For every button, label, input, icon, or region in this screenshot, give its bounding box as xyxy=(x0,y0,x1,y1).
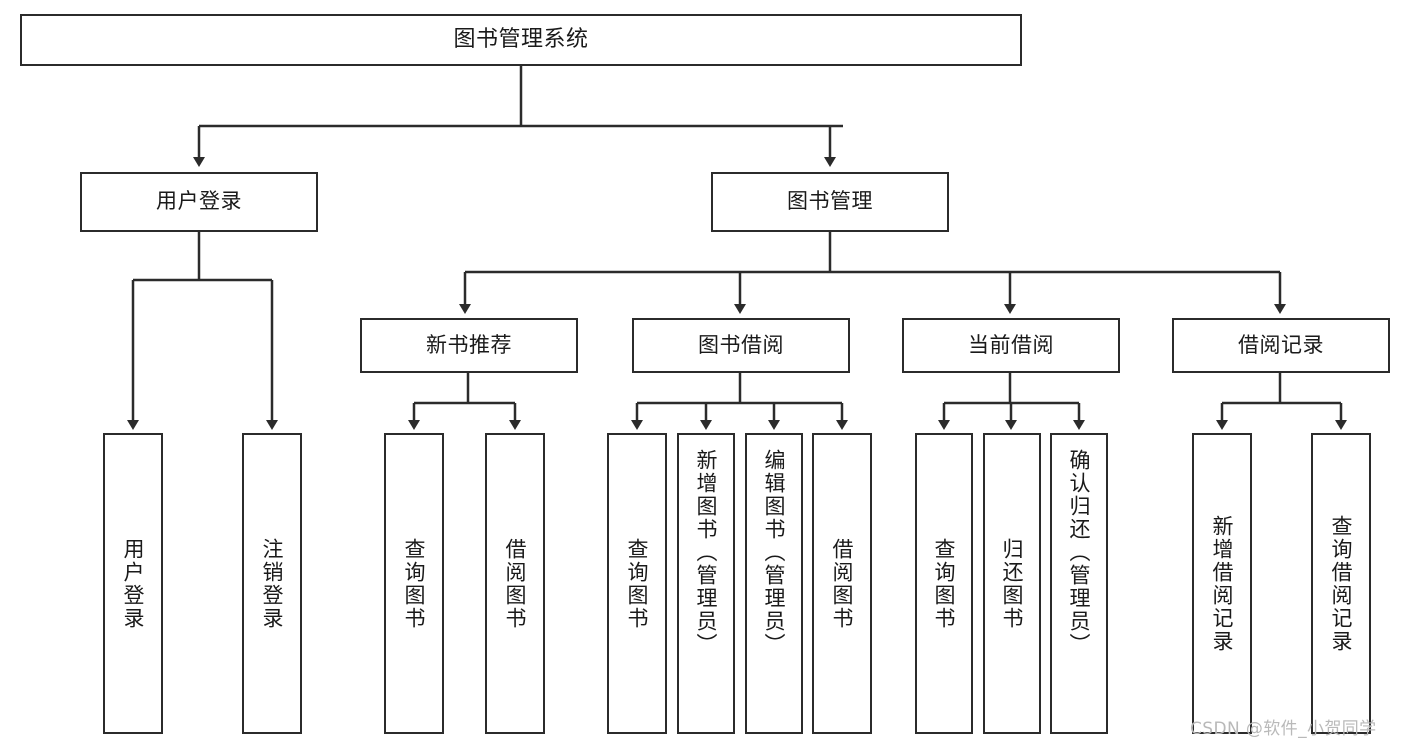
node-leaf-return-book[interactable]: 归还图书 xyxy=(983,433,1041,734)
node-label: 编辑图书（管理员） xyxy=(762,449,787,656)
node-leaf-borrow-book-2[interactable]: 借阅图书 xyxy=(812,433,872,734)
node-book-management[interactable]: 图书管理 xyxy=(711,172,949,232)
node-borrow-record[interactable]: 借阅记录 xyxy=(1172,318,1390,373)
csdn-watermark: CSDN @软件_小贺同学 xyxy=(1190,719,1377,739)
node-leaf-add-book[interactable]: 新增图书（管理员） xyxy=(677,433,735,734)
node-label: 新增借阅记录 xyxy=(1210,514,1235,653)
node-new-book-recommend[interactable]: 新书推荐 xyxy=(360,318,578,373)
node-leaf-query-book-1[interactable]: 查询图书 xyxy=(384,433,444,734)
node-label: 新书推荐 xyxy=(426,332,512,357)
node-label: 归还图书 xyxy=(1000,537,1025,630)
node-leaf-confirm-return[interactable]: 确认归还（管理员） xyxy=(1050,433,1108,734)
node-label: 查询借阅记录 xyxy=(1329,514,1354,653)
node-label: 借阅图书 xyxy=(830,537,855,630)
node-label: 新增图书（管理员） xyxy=(694,449,719,656)
node-label: 查询图书 xyxy=(402,537,427,630)
node-label: 查询图书 xyxy=(932,537,957,630)
node-label: 确认归还（管理员） xyxy=(1067,449,1092,656)
node-leaf-logout-login[interactable]: 注销登录 xyxy=(242,433,302,734)
node-label: 图书管理系统 xyxy=(453,26,589,52)
node-label: 查询图书 xyxy=(625,537,650,630)
node-current-borrow[interactable]: 当前借阅 xyxy=(902,318,1120,373)
node-leaf-edit-book[interactable]: 编辑图书（管理员） xyxy=(745,433,803,734)
node-leaf-query-book-3[interactable]: 查询图书 xyxy=(915,433,973,734)
node-label: 用户登录 xyxy=(121,537,146,630)
node-label: 图书借阅 xyxy=(698,332,784,357)
node-label: 图书管理 xyxy=(787,189,873,214)
node-label: 当前借阅 xyxy=(968,332,1054,357)
node-label: 注销登录 xyxy=(260,537,285,630)
node-book-borrow[interactable]: 图书借阅 xyxy=(632,318,850,373)
node-root-system[interactable]: 图书管理系统 xyxy=(20,14,1022,66)
node-label: 借阅记录 xyxy=(1238,332,1324,357)
node-leaf-user-login[interactable]: 用户登录 xyxy=(103,433,163,734)
node-leaf-borrow-book-1[interactable]: 借阅图书 xyxy=(485,433,545,734)
node-leaf-query-book-2[interactable]: 查询图书 xyxy=(607,433,667,734)
node-user-login[interactable]: 用户登录 xyxy=(80,172,318,232)
node-leaf-query-record[interactable]: 查询借阅记录 xyxy=(1311,433,1371,734)
node-label: 用户登录 xyxy=(156,189,242,214)
node-leaf-add-record[interactable]: 新增借阅记录 xyxy=(1192,433,1252,734)
node-label: 借阅图书 xyxy=(503,537,528,630)
